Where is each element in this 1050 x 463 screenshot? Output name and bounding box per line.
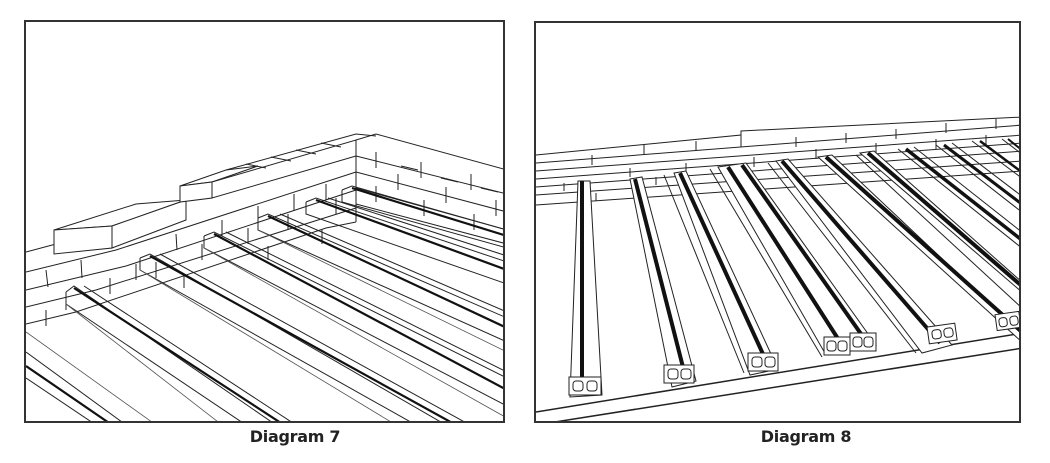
- brick-wall-back: [355, 133, 503, 244]
- joist-2: [629, 176, 697, 388]
- diagram-8-caption: Diagram 8: [760, 427, 852, 446]
- joist-1: [568, 180, 603, 398]
- diagram-7-caption: Diagram 7: [249, 427, 341, 446]
- decking-joists: [568, 138, 1019, 398]
- joist-7: [855, 150, 1019, 332]
- joist-6: [816, 154, 1019, 345]
- diagram-7-illustration: [26, 133, 503, 421]
- joist-5: [767, 158, 953, 354]
- diagram-7-frame: [24, 20, 505, 423]
- decking-joists: [26, 185, 503, 421]
- brick-wall-left: [26, 133, 377, 326]
- joist-4-double: [709, 162, 877, 358]
- joist-3: [663, 170, 779, 376]
- diagram-8-frame: [534, 21, 1021, 423]
- diagram-8-illustration: [536, 116, 1019, 421]
- joists-far-right: [897, 138, 1019, 247]
